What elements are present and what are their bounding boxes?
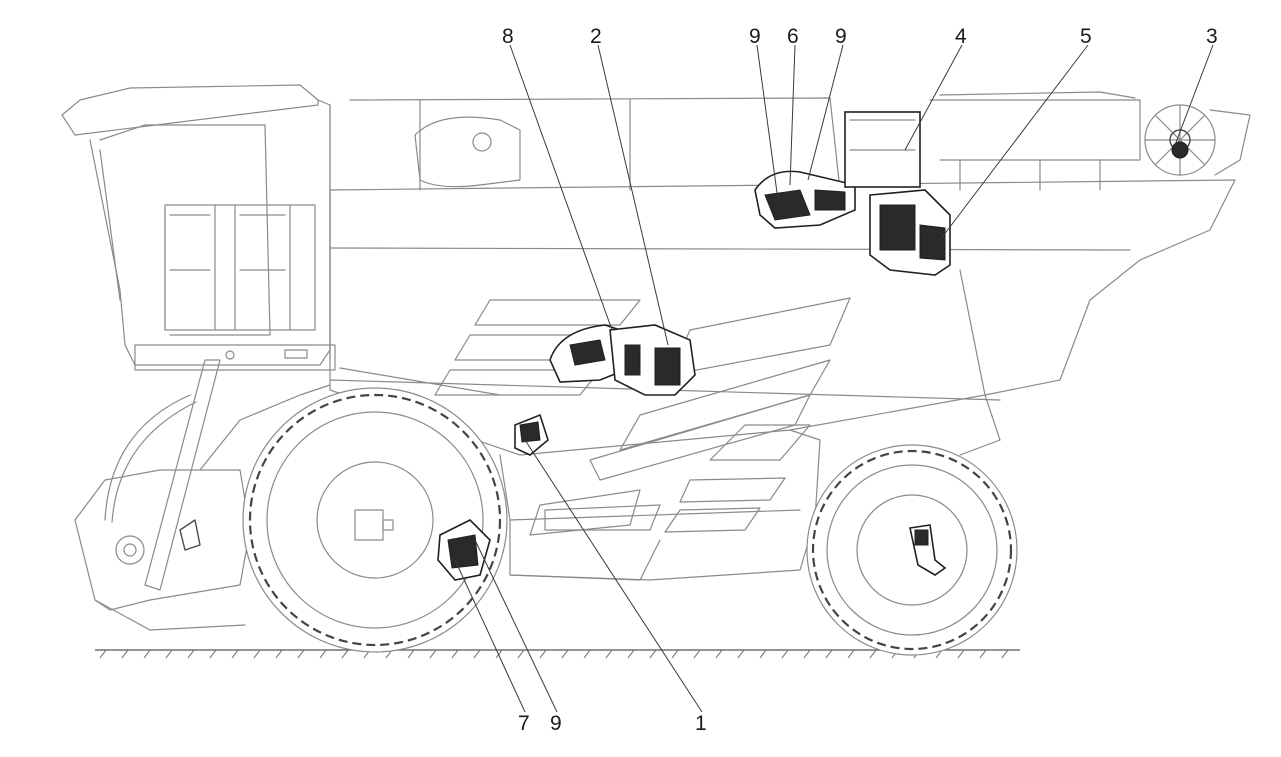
- ground-hatch: [275, 649, 283, 659]
- callout-9-left: 9: [749, 25, 761, 48]
- component-2: [609, 324, 696, 396]
- ground-hatch: [473, 649, 481, 659]
- callout-labels: 8 2 9 6 9 4 5 3 7 9 1: [502, 25, 1218, 735]
- ground-hatch: [605, 649, 613, 659]
- callout-8: 8: [502, 25, 514, 48]
- ground-hatch: [319, 649, 327, 659]
- front-wheel: [242, 387, 508, 653]
- ground-hatch: [297, 649, 305, 659]
- ground-hatch: [209, 649, 217, 659]
- ground-hatch: [231, 649, 239, 659]
- ground-hatch: [187, 649, 195, 659]
- header-attachment: [74, 359, 251, 631]
- ground-line: [95, 649, 1020, 659]
- ground-hatch: [957, 649, 965, 659]
- ground-hatch: [781, 649, 789, 659]
- ground-hatch: [99, 649, 107, 659]
- ground-hatch: [165, 649, 173, 659]
- ground-hatch: [451, 649, 459, 659]
- ground-hatch: [737, 649, 745, 659]
- callout-2: 2: [590, 25, 602, 48]
- ground-hatch: [847, 649, 855, 659]
- ground-hatch: [583, 649, 591, 659]
- ground-hatch: [253, 649, 261, 659]
- ground-hatch: [121, 649, 129, 659]
- ground-hatch: [979, 649, 987, 659]
- ground-hatch: [869, 649, 877, 659]
- ground-hatch: [495, 649, 503, 659]
- ground-hatch: [627, 649, 635, 659]
- hydraulic-components: [437, 111, 1189, 581]
- callout-1: 1: [695, 712, 707, 735]
- ground-hatch: [341, 649, 349, 659]
- rear-wheel: [806, 444, 1018, 656]
- callout-9-bottom: 9: [550, 712, 562, 735]
- ground-hatch: [715, 649, 723, 659]
- ground-hatch: [407, 649, 415, 659]
- callout-6: 6: [787, 25, 799, 48]
- ground-hatch: [429, 649, 437, 659]
- operator-cab: [61, 84, 336, 371]
- ground-hatch: [693, 649, 701, 659]
- ground-hatch: [803, 649, 811, 659]
- ground-hatch: [649, 649, 657, 659]
- ground-hatch: [143, 649, 151, 659]
- callout-7: 7: [518, 712, 530, 735]
- ground-hatch: [561, 649, 569, 659]
- leader-lines: [454, 44, 1214, 713]
- chassis: [199, 367, 821, 581]
- ground-hatch: [517, 649, 525, 659]
- ground-hatch: [759, 649, 767, 659]
- ground-hatch: [825, 649, 833, 659]
- callout-4: 4: [955, 25, 967, 48]
- ground-hatch: [1001, 649, 1009, 659]
- callout-3: 3: [1206, 25, 1218, 48]
- main-body: [329, 91, 1251, 456]
- ground-hatch: [671, 649, 679, 659]
- callout-5: 5: [1080, 25, 1092, 48]
- callout-9-right: 9: [835, 25, 847, 48]
- ground-hatch: [539, 649, 547, 659]
